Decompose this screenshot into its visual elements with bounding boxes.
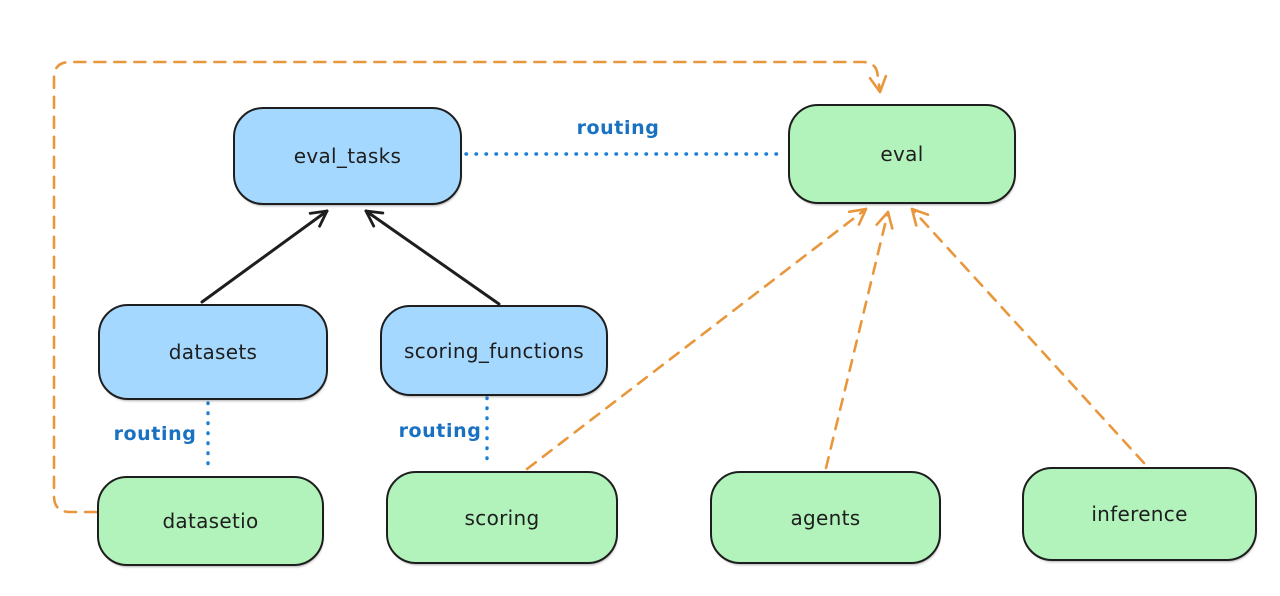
node-inference: inference — [1022, 467, 1257, 561]
edge-datasets-to-eval-tasks — [200, 209, 329, 304]
node-scoring: scoring — [386, 471, 618, 564]
node-datasets: datasets — [98, 304, 328, 400]
node-agents-label: agents — [790, 505, 861, 530]
edge-inference-to-eval — [910, 207, 1146, 465]
edge-label-routing-left: routing — [113, 423, 197, 445]
edge-label-routing-top: routing — [576, 117, 660, 139]
node-eval-tasks: eval_tasks — [233, 107, 462, 205]
node-datasetio: datasetio — [97, 476, 324, 566]
edge-datasetio-to-eval-loop — [52, 60, 888, 514]
edge-agents-to-eval — [824, 210, 894, 470]
node-eval: eval — [788, 104, 1016, 204]
node-inference-label: inference — [1091, 502, 1188, 526]
edge-scoring-functions-to-eval-tasks — [364, 209, 501, 306]
node-datasetio-label: datasetio — [162, 509, 259, 533]
node-eval-tasks-label: eval_tasks — [293, 144, 402, 168]
node-scoring-functions-label: scoring_functions — [403, 338, 585, 363]
node-agents: agents — [710, 471, 941, 564]
node-eval-label: eval — [880, 142, 924, 166]
node-datasets-label: datasets — [168, 340, 258, 364]
edge-scoring-to-eval — [525, 207, 868, 471]
node-scoring-functions: scoring_functions — [380, 305, 608, 396]
node-scoring-label: scoring — [464, 505, 540, 530]
edge-label-routing-middle: routing — [398, 420, 482, 442]
